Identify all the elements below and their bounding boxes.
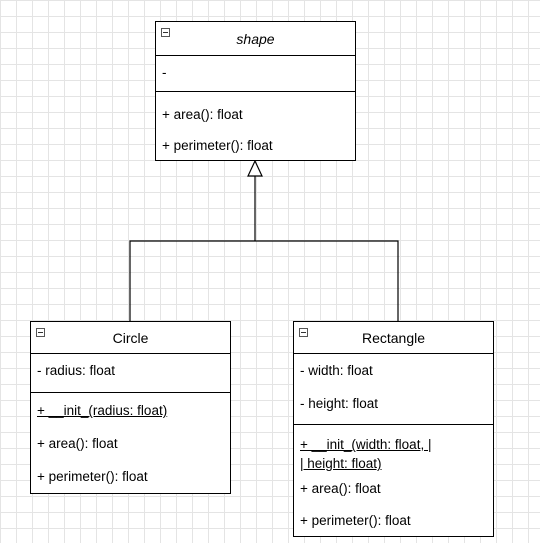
constructor: + __init_(radius: float)	[37, 403, 168, 418]
constructor-line-2: | height: float)	[300, 456, 382, 471]
collapse-icon[interactable]	[161, 28, 170, 37]
class-rectangle-header[interactable]: Rectangle	[294, 322, 493, 354]
connector-circle-to-shape	[129, 240, 255, 321]
method: + perimeter(): float	[37, 469, 148, 484]
method: + area(): float	[300, 481, 381, 496]
inheritance-arrowhead	[247, 159, 263, 177]
methods-section: + area(): float + perimeter(): float	[156, 92, 355, 160]
method: + area(): float	[37, 436, 118, 451]
class-name: shape	[236, 30, 275, 47]
attributes-section: - radius: float	[31, 354, 230, 393]
constructor-line-1: + __init_(width: float, |	[300, 437, 432, 452]
attribute: - width: float	[300, 363, 373, 378]
class-shape-header[interactable]: shape	[156, 22, 355, 56]
class-circle-header[interactable]: Circle	[31, 322, 230, 354]
class-shape[interactable]: shape - + area(): float + perimeter(): f…	[155, 21, 356, 161]
attribute: - radius: float	[37, 363, 116, 378]
attribute: - height: float	[300, 396, 379, 411]
method: + perimeter(): float	[162, 138, 273, 153]
method: + perimeter(): float	[300, 513, 411, 528]
class-circle[interactable]: Circle - radius: float + __init_(radius:…	[30, 321, 231, 494]
class-name: Rectangle	[361, 329, 426, 346]
class-name: Circle	[112, 329, 149, 346]
methods-section: + __init_(radius: float) + area(): float…	[31, 393, 230, 493]
connector-rectangle-to-shape	[255, 240, 399, 321]
attributes-section: - width: float - height: float	[294, 354, 493, 425]
attributes-section: -	[156, 56, 355, 92]
collapse-icon[interactable]	[36, 328, 45, 337]
attribute: -	[162, 65, 167, 80]
method: + area(): float	[162, 107, 243, 122]
methods-section: + __init_(width: float, | | height: floa…	[294, 425, 493, 535]
class-rectangle[interactable]: Rectangle - width: float - height: float…	[293, 321, 494, 537]
collapse-icon[interactable]	[299, 328, 308, 337]
